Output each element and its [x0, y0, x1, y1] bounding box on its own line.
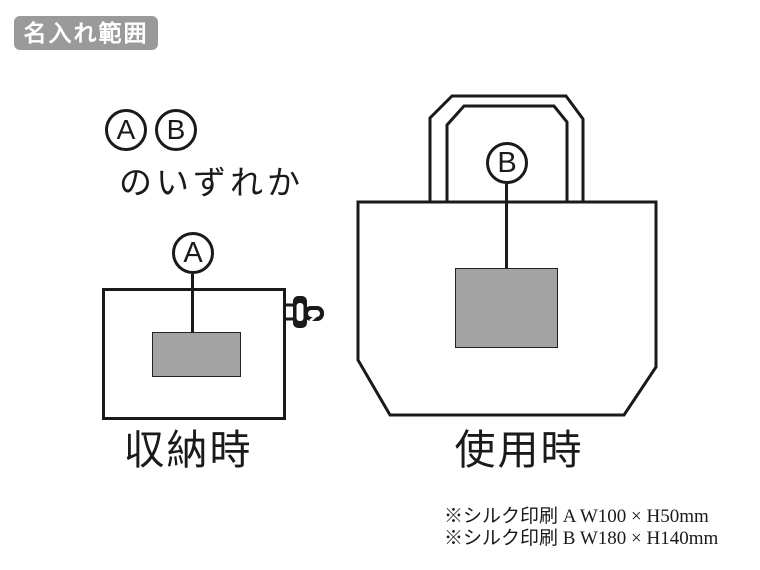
handle-inner-outline: [445, 104, 569, 203]
option-choice-text: のいずれか: [119, 164, 304, 201]
option-marker-a-letter: A: [116, 114, 136, 145]
option-marker-b-letter: B: [166, 114, 186, 145]
stored-view-caption: 収納時: [123, 427, 253, 473]
handle-outer-outline: [428, 94, 585, 203]
print-spec-note-b-prefix: ※シルク印刷 B: [444, 527, 576, 549]
imprint-range-badge-label: 名入れ範囲: [23, 19, 149, 46]
option-marker-b-icon: B: [155, 109, 197, 151]
print-spec-note-a: ※シルク印刷 A W100 × H50mm: [444, 506, 718, 528]
marker-b-leader-line: [505, 183, 508, 269]
imprint-range-badge: 名入れ範囲: [14, 16, 158, 50]
marker-a-leader-line: [191, 274, 194, 334]
print-area-a: [152, 332, 241, 377]
print-spec-note-a-prefix: ※シルク印刷 A: [444, 506, 576, 527]
print-marker-b-icon: B: [486, 142, 528, 184]
carabiner-clip-icon: [285, 296, 324, 328]
print-spec-note-b: ※シルク印刷 B W180 × H140mm: [444, 528, 718, 550]
print-area-b: [455, 268, 558, 348]
print-spec-note-a-dims: W100 × H50mm: [579, 506, 709, 527]
option-marker-a-icon: A: [105, 109, 147, 151]
in-use-view-caption: 使用時: [454, 427, 584, 473]
print-marker-a-letter: A: [183, 236, 203, 269]
print-marker-b-letter: B: [497, 146, 517, 179]
print-spec-note-b-dims: W180 × H140mm: [579, 527, 719, 549]
print-spec-notes: ※シルク印刷 A W100 × H50mm ※シルク印刷 B W180 × H1…: [444, 506, 718, 549]
print-marker-a-icon: A: [172, 232, 214, 274]
